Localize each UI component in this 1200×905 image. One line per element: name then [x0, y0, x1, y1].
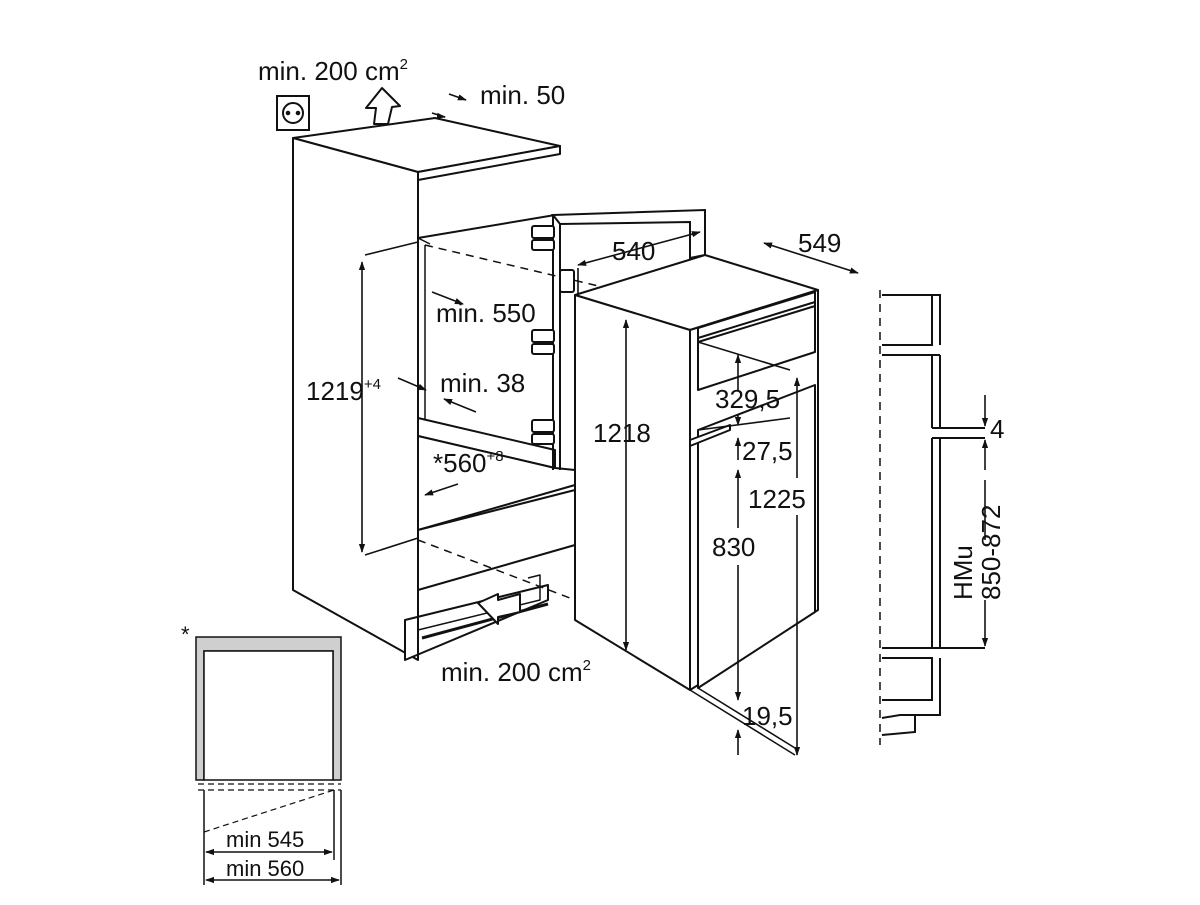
hinge-2: [531, 329, 555, 343]
niche-height-label: 1219+4: [306, 376, 381, 406]
door-clearance-label: 4: [990, 414, 1004, 444]
dimension-lines: [358, 93, 989, 756]
front-frame-detail: [195, 636, 342, 885]
vent-top-label: min. 200 cm2: [258, 56, 408, 86]
side-profile: [879, 290, 985, 745]
min-545-label: min 545: [226, 827, 304, 852]
door-gap-label: 27,5: [742, 436, 793, 466]
hmu-range-label: 850-872: [976, 505, 1006, 600]
door-bottom-label: 830: [712, 532, 755, 562]
side-gap-label: min. 38: [440, 368, 525, 398]
hinge-3: [531, 419, 555, 433]
door-top-label: 329,5: [715, 384, 780, 414]
appliance: [574, 254, 819, 756]
appliance-depth-label: 549: [798, 228, 841, 258]
power-socket-icon: [276, 95, 310, 131]
appliance-height-label: 1218: [593, 418, 651, 448]
hinge-1: [531, 225, 555, 239]
cabinet-niche: [292, 117, 701, 661]
min-560-label: min 560: [226, 856, 304, 881]
asterisk-mark: *: [181, 622, 190, 647]
vent-arrow-up-icon: [365, 87, 401, 125]
niche-width-label: *560+8: [433, 448, 504, 478]
vent-arrow-in-icon: [477, 593, 521, 625]
niche-depth-label: min. 550: [436, 298, 536, 328]
hmu-label: HMu: [948, 545, 978, 600]
door-offset-label: 19,5: [742, 701, 793, 731]
appliance-width-label: 540: [612, 236, 655, 266]
vent-bottom-label: min. 200 cm2: [441, 657, 591, 687]
gap-top-label: min. 50: [480, 80, 565, 110]
door-total-label: 1225: [748, 484, 806, 514]
